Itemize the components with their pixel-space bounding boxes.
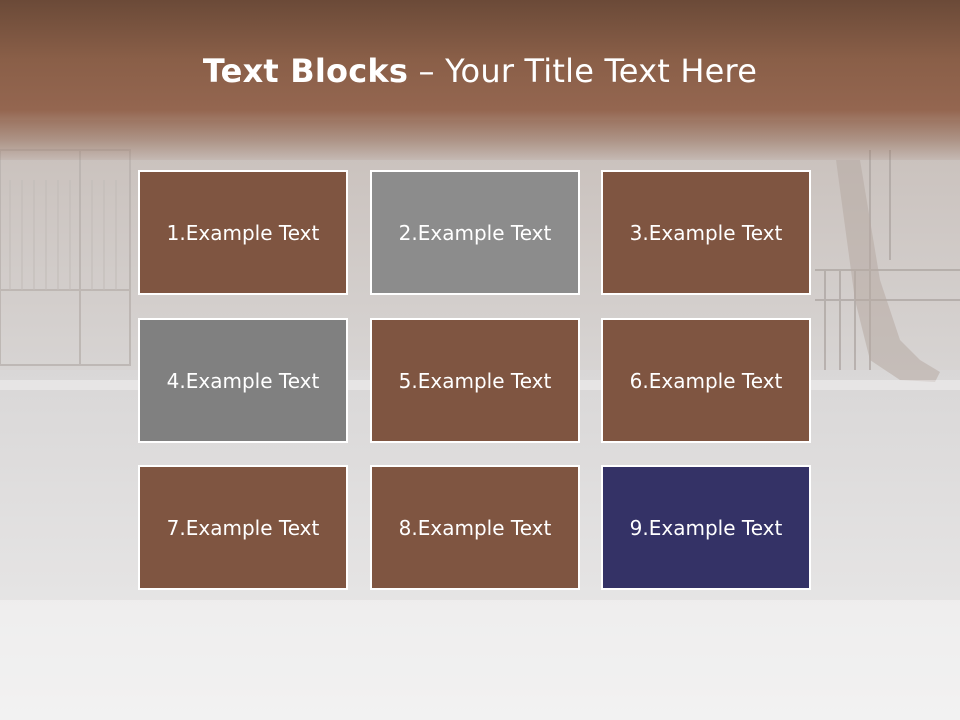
text-block-1[interactable]: 1.Example Text xyxy=(138,170,348,295)
slide-title-rest: Your Title Text Here xyxy=(445,52,758,90)
text-block-8-label: 8.Example Text xyxy=(398,515,552,540)
text-block-2-label: 2.Example Text xyxy=(398,220,552,245)
text-block-9-label: 9.Example Text xyxy=(629,515,783,540)
text-block-9[interactable]: 9.Example Text xyxy=(601,465,811,590)
text-block-3-label: 3.Example Text xyxy=(629,220,783,245)
text-block-1-label: 1.Example Text xyxy=(166,220,320,245)
text-block-7-label: 7.Example Text xyxy=(166,515,320,540)
text-block-5-label: 5.Example Text xyxy=(398,368,552,393)
text-block-8[interactable]: 8.Example Text xyxy=(370,465,580,590)
text-block-7[interactable]: 7.Example Text xyxy=(138,465,348,590)
slide-title-bold: Text Blocks xyxy=(202,52,409,90)
text-block-grid: 1.Example Text 2.Example Text 3.Example … xyxy=(138,170,816,594)
text-block-4-label: 4.Example Text xyxy=(166,368,320,393)
text-block-6[interactable]: 6.Example Text xyxy=(601,318,811,443)
text-block-4[interactable]: 4.Example Text xyxy=(138,318,348,443)
text-block-3[interactable]: 3.Example Text xyxy=(601,170,811,295)
slide-title-dash: – xyxy=(408,52,446,90)
text-block-6-label: 6.Example Text xyxy=(629,368,783,393)
text-block-2[interactable]: 2.Example Text xyxy=(370,170,580,295)
title-band xyxy=(0,0,960,160)
text-block-5[interactable]: 5.Example Text xyxy=(370,318,580,443)
slide-title: Text Blocks – Your Title Text Here xyxy=(0,52,960,90)
